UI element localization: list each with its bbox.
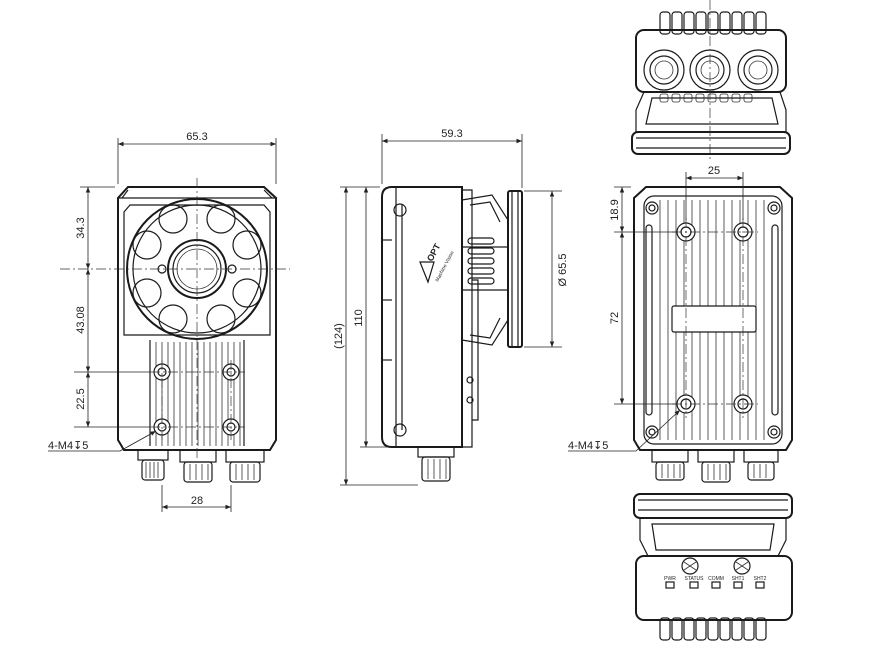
side-dimensions: 59.3 110 (124) Ø 65.5 <box>333 128 569 486</box>
back-thread-callout: 4-M4↧5 <box>568 440 608 452</box>
bottom-fins <box>659 617 767 641</box>
indicator-label-sht1: SHT1 <box>732 576 745 582</box>
front-view <box>60 178 290 483</box>
indicators: PWR STATUS COMM SHT1 SHT2 <box>664 557 767 589</box>
front-mount-holes <box>153 363 240 436</box>
dim-front-bottom-spacing: 28 <box>191 495 203 507</box>
front-connectors <box>137 449 265 483</box>
front-fins <box>149 340 245 446</box>
front-dimensions: 65.3 34.3 43.08 22.5 4-M4↧5 28 <box>48 131 277 512</box>
dim-side-height: 110 <box>353 309 365 327</box>
dim-back-hole-spacing-v: 72 <box>609 312 621 324</box>
back-dimensions: 25 18.9 72 4-M4↧5 <box>568 165 744 452</box>
indicator-label-sht2: SHT2 <box>754 576 767 582</box>
back-connectors <box>651 449 779 483</box>
brand-logo: OPT Machine Vision <box>419 241 456 284</box>
dim-side-depth: 59.3 <box>441 128 462 140</box>
dim-front-top-to-center: 34.3 <box>75 217 87 238</box>
top-fins-mid <box>659 93 753 103</box>
dim-front-width: 65.3 <box>186 131 207 143</box>
top-fins <box>659 11 767 35</box>
dim-front-center-to-hole: 43.08 <box>75 306 87 334</box>
dim-side-lens-diameter: Ø 65.5 <box>557 253 569 286</box>
dim-back-top-offset: 18.9 <box>609 199 621 220</box>
top-view <box>631 0 791 160</box>
dim-front-hole-spacing: 22.5 <box>75 388 87 409</box>
dim-side-overall-height: (124) <box>333 323 345 349</box>
led-windows <box>132 204 262 334</box>
back-view <box>633 186 793 483</box>
logo-text: OPT <box>425 241 443 262</box>
dim-back-hole-spacing-h: 25 <box>708 165 720 177</box>
bottom-view: PWR STATUS COMM SHT1 SHT2 <box>633 493 793 641</box>
indicator-label-comm: COMM <box>708 576 724 582</box>
side-view: OPT Machine Vision <box>381 186 523 482</box>
front-thread-callout: 4-M4↧5 <box>48 440 88 452</box>
indicator-label-pwr: PWR <box>664 576 676 582</box>
indicator-label-status: STATUS <box>685 576 705 582</box>
